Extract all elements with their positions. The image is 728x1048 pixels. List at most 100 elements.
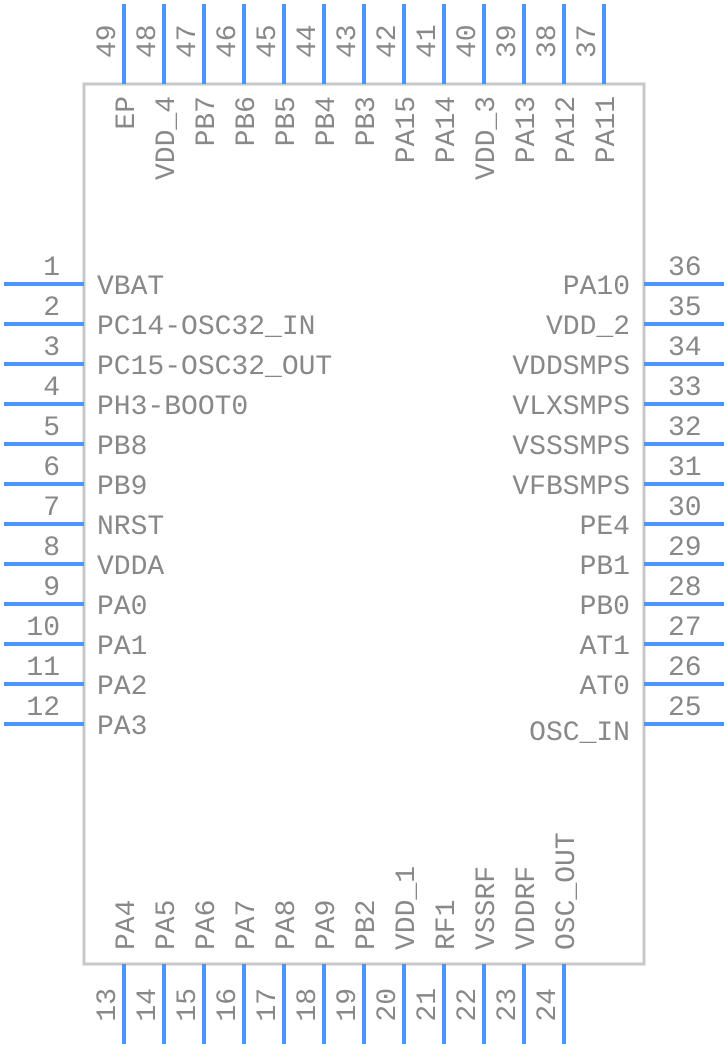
pin-37-name: PA11 <box>592 96 623 163</box>
pin-17-name: PA8 <box>272 900 303 950</box>
pin-42-number: 42 <box>373 24 404 58</box>
pin-35-number: 35 <box>668 293 702 324</box>
pin-34-number: 34 <box>668 333 702 364</box>
pin-21-number: 21 <box>413 988 444 1022</box>
pin-34-name: VDDSMPS <box>512 352 630 383</box>
pin-11-name: PA2 <box>97 672 147 703</box>
pin-42-name: PA15 <box>392 96 423 163</box>
pin-15-number: 15 <box>173 988 204 1022</box>
pin-35-name: VDD_2 <box>546 312 630 343</box>
pin-14-number: 14 <box>133 988 164 1022</box>
pin-31-name: VFBSMPS <box>512 472 630 503</box>
pin-20-name: VDD_1 <box>392 866 423 950</box>
pin-9-name: PA0 <box>97 592 147 623</box>
pin-37-number: 37 <box>573 24 604 58</box>
pin-3-name: PC15-OSC32_OUT <box>97 352 332 383</box>
pin-18-number: 18 <box>293 988 324 1022</box>
pins-top: 37PA1138PA1239PA1340VDD_341PA1442PA1543P… <box>93 4 623 180</box>
pin-8-number: 8 <box>43 533 60 564</box>
pin-10-number: 10 <box>26 613 60 644</box>
pin-2-name: PC14-OSC32_IN <box>97 312 315 343</box>
pin-1-number: 1 <box>43 253 60 284</box>
pin-40-number: 40 <box>453 24 484 58</box>
pin-39-number: 39 <box>493 24 524 58</box>
pin-48-name: VDD_4 <box>152 96 183 180</box>
pin-38-number: 38 <box>533 24 564 58</box>
pin-28-number: 28 <box>668 573 702 604</box>
pins-bottom: 13 PA4 14 PA5 15 PA6 16 PA7 17 PA8 18 PA9 19 PB2 20 VDD… <box>93 832 583 1044</box>
pin-19-name: PB2 <box>352 900 383 950</box>
pin-38-name: PA12 <box>552 96 583 163</box>
pin-33-number: 33 <box>668 373 702 404</box>
pin-12-number: 12 <box>26 693 60 724</box>
pin-41-name: PA14 <box>432 96 463 163</box>
pin-43-number: 43 <box>333 24 364 58</box>
pin-8-name: VDDA <box>97 552 164 583</box>
pin-4-name: PH3-BOOT0 <box>97 392 248 423</box>
pin-27-name: AT1 <box>580 632 630 663</box>
pin-26-number: 26 <box>668 653 702 684</box>
pin-4-number: 4 <box>43 373 60 404</box>
pin-36-name: PA10 <box>563 272 630 303</box>
pin-29-name: PB1 <box>580 552 630 583</box>
pin-20-number: 20 <box>373 988 404 1022</box>
pin-46-number: 46 <box>213 24 244 58</box>
pin-19-number: 19 <box>333 988 364 1022</box>
pin-45-name: PB5 <box>272 96 303 146</box>
pin-11-number: 11 <box>26 653 60 684</box>
pin-49-name: EP <box>112 96 143 130</box>
pin-3-number: 3 <box>43 333 60 364</box>
pin-17-number: 17 <box>253 988 284 1022</box>
pin-22-number: 22 <box>453 988 484 1022</box>
pin-36-number: 36 <box>668 253 702 284</box>
pin-47-number: 47 <box>173 24 204 58</box>
pin-31-number: 31 <box>668 453 702 484</box>
pin-26-name: AT0 <box>580 672 630 703</box>
pin-43-name: PB3 <box>352 96 383 146</box>
pin-2-number: 2 <box>43 293 60 324</box>
pin-16-name: PA7 <box>232 900 263 950</box>
pin-7-number: 7 <box>43 493 60 524</box>
pin-44-name: PB4 <box>312 96 343 146</box>
pin-24-number: 24 <box>533 988 564 1022</box>
pin-30-number: 30 <box>668 493 702 524</box>
pin-16-number: 16 <box>213 988 244 1022</box>
pin-15-name: PA6 <box>192 900 223 950</box>
pin-10-name: PA1 <box>97 632 147 663</box>
pin-5-number: 5 <box>43 413 60 444</box>
pin-28-name: PB0 <box>580 592 630 623</box>
pin-5-name: PB8 <box>97 432 147 463</box>
pin-32-number: 32 <box>668 413 702 444</box>
pin-1-name: VBAT <box>97 272 164 303</box>
pin-49-number: 49 <box>93 24 124 58</box>
pin-32-name: VSSSMPS <box>512 432 630 463</box>
pin-9-number: 9 <box>43 573 60 604</box>
pin-27-number: 27 <box>668 613 702 644</box>
pin-13-name: PA4 <box>112 900 143 950</box>
pin-30-name: PE4 <box>580 512 630 543</box>
ic-body <box>82 82 646 966</box>
pin-41-number: 41 <box>413 24 444 58</box>
pin-23-name: VDDRF <box>512 866 543 950</box>
pin-13-number: 13 <box>93 988 124 1022</box>
pin-29-number: 29 <box>668 533 702 564</box>
pin-7-name: NRST <box>97 512 164 543</box>
pin-23-number: 23 <box>493 988 524 1022</box>
pin-48-number: 48 <box>133 24 164 58</box>
pin-18-name: PA9 <box>312 900 343 950</box>
pin-21-name: RF1 <box>432 900 463 950</box>
pin-39-name: PA13 <box>512 96 543 163</box>
pin-12-name: PA3 <box>97 712 147 743</box>
pin-25-number: 25 <box>668 693 702 724</box>
pin-44-number: 44 <box>293 24 324 58</box>
pin-6-number: 6 <box>43 453 60 484</box>
pin-33-name: VLXSMPS <box>512 392 630 423</box>
pin-6-name: PB9 <box>97 472 147 503</box>
pin-47-name: PB7 <box>192 96 223 146</box>
pin-46-name: PB6 <box>232 96 263 146</box>
pin-25-name: OSC_IN <box>529 718 630 749</box>
pin-14-name: PA5 <box>152 900 183 950</box>
